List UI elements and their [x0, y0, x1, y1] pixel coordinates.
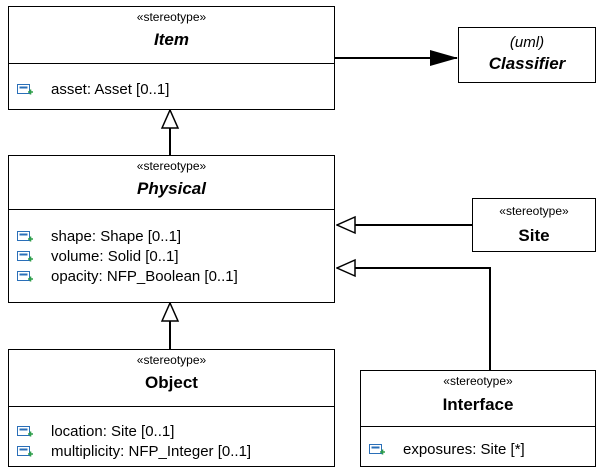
attribute-row[interactable]: asset: Asset [0..1]: [9, 80, 334, 100]
attribute-list: shape: Shape [0..1] volume: Solid [0..1]…: [9, 227, 334, 287]
class-site-header: «stereotype» Site: [473, 199, 595, 246]
class-name: Interface: [442, 395, 514, 414]
attribute-icon: [17, 84, 33, 95]
class-classifier-header: (uml) Classifier: [459, 28, 595, 74]
attribute-row[interactable]: location: Site [0..1]: [9, 422, 334, 442]
class-classifier[interactable]: (uml) Classifier: [458, 27, 596, 83]
class-item-header: «stereotype» Item: [9, 7, 334, 50]
class-interface-header: «stereotype» Interface: [361, 371, 595, 415]
class-name: Physical: [137, 179, 206, 198]
attribute-row[interactable]: shape: Shape [0..1]: [9, 227, 334, 247]
attribute-icon: [17, 231, 33, 242]
compartment-divider: [9, 209, 334, 210]
attribute-text: shape: Shape [0..1]: [51, 228, 182, 245]
attribute-row[interactable]: exposures: Site [*]: [361, 440, 595, 460]
compartment-divider: [361, 426, 595, 427]
class-item[interactable]: «stereotype» Item asset: Asset [0..1]: [8, 6, 335, 110]
attribute-text: volume: Solid [0..1]: [51, 248, 179, 265]
attribute-icon: [17, 271, 33, 282]
metaclass-label: (uml): [509, 34, 545, 51]
attribute-icon: [17, 251, 33, 262]
attribute-row[interactable]: volume: Solid [0..1]: [9, 247, 334, 267]
attribute-row[interactable]: multiplicity: NFP_Integer [0..1]: [9, 442, 334, 462]
generalization-interface-physical: [337, 268, 491, 370]
attribute-text: multiplicity: NFP_Integer [0..1]: [51, 443, 252, 460]
stereotype-label: «stereotype»: [136, 159, 207, 173]
stereotype-label: «stereotype»: [443, 374, 513, 388]
class-interface[interactable]: «stereotype» Interface exposures: Site […: [360, 370, 596, 467]
class-name: Site: [518, 226, 550, 245]
attribute-text: exposures: Site [*]: [403, 441, 525, 458]
stereotype-label: «stereotype»: [136, 10, 207, 24]
stereotype-label: «stereotype»: [499, 204, 569, 218]
attribute-list: asset: Asset [0..1]: [9, 80, 334, 100]
attribute-list: location: Site [0..1] multiplicity: NFP_…: [9, 422, 334, 462]
class-object[interactable]: «stereotype» Object location: Site [0..1…: [8, 349, 335, 467]
class-name: Item: [154, 30, 189, 49]
class-physical[interactable]: «stereotype» Physical shape: Shape [0..1…: [8, 155, 335, 303]
attribute-icon: [369, 444, 385, 455]
compartment-divider: [9, 406, 334, 407]
class-physical-header: «stereotype» Physical: [9, 156, 334, 199]
attribute-icon: [17, 426, 33, 437]
attribute-text: opacity: NFP_Boolean [0..1]: [51, 268, 238, 285]
class-object-header: «stereotype» Object: [9, 350, 334, 393]
class-name: Object: [145, 373, 198, 392]
attribute-row[interactable]: opacity: NFP_Boolean [0..1]: [9, 267, 334, 287]
compartment-divider: [9, 63, 334, 64]
stereotype-label: «stereotype»: [136, 353, 207, 367]
attribute-text: asset: Asset [0..1]: [51, 81, 170, 98]
class-site[interactable]: «stereotype» Site: [472, 198, 596, 252]
attribute-text: location: Site [0..1]: [51, 423, 175, 440]
attribute-list: exposures: Site [*]: [361, 440, 595, 460]
class-name: Classifier: [488, 54, 566, 73]
attribute-icon: [17, 446, 33, 457]
